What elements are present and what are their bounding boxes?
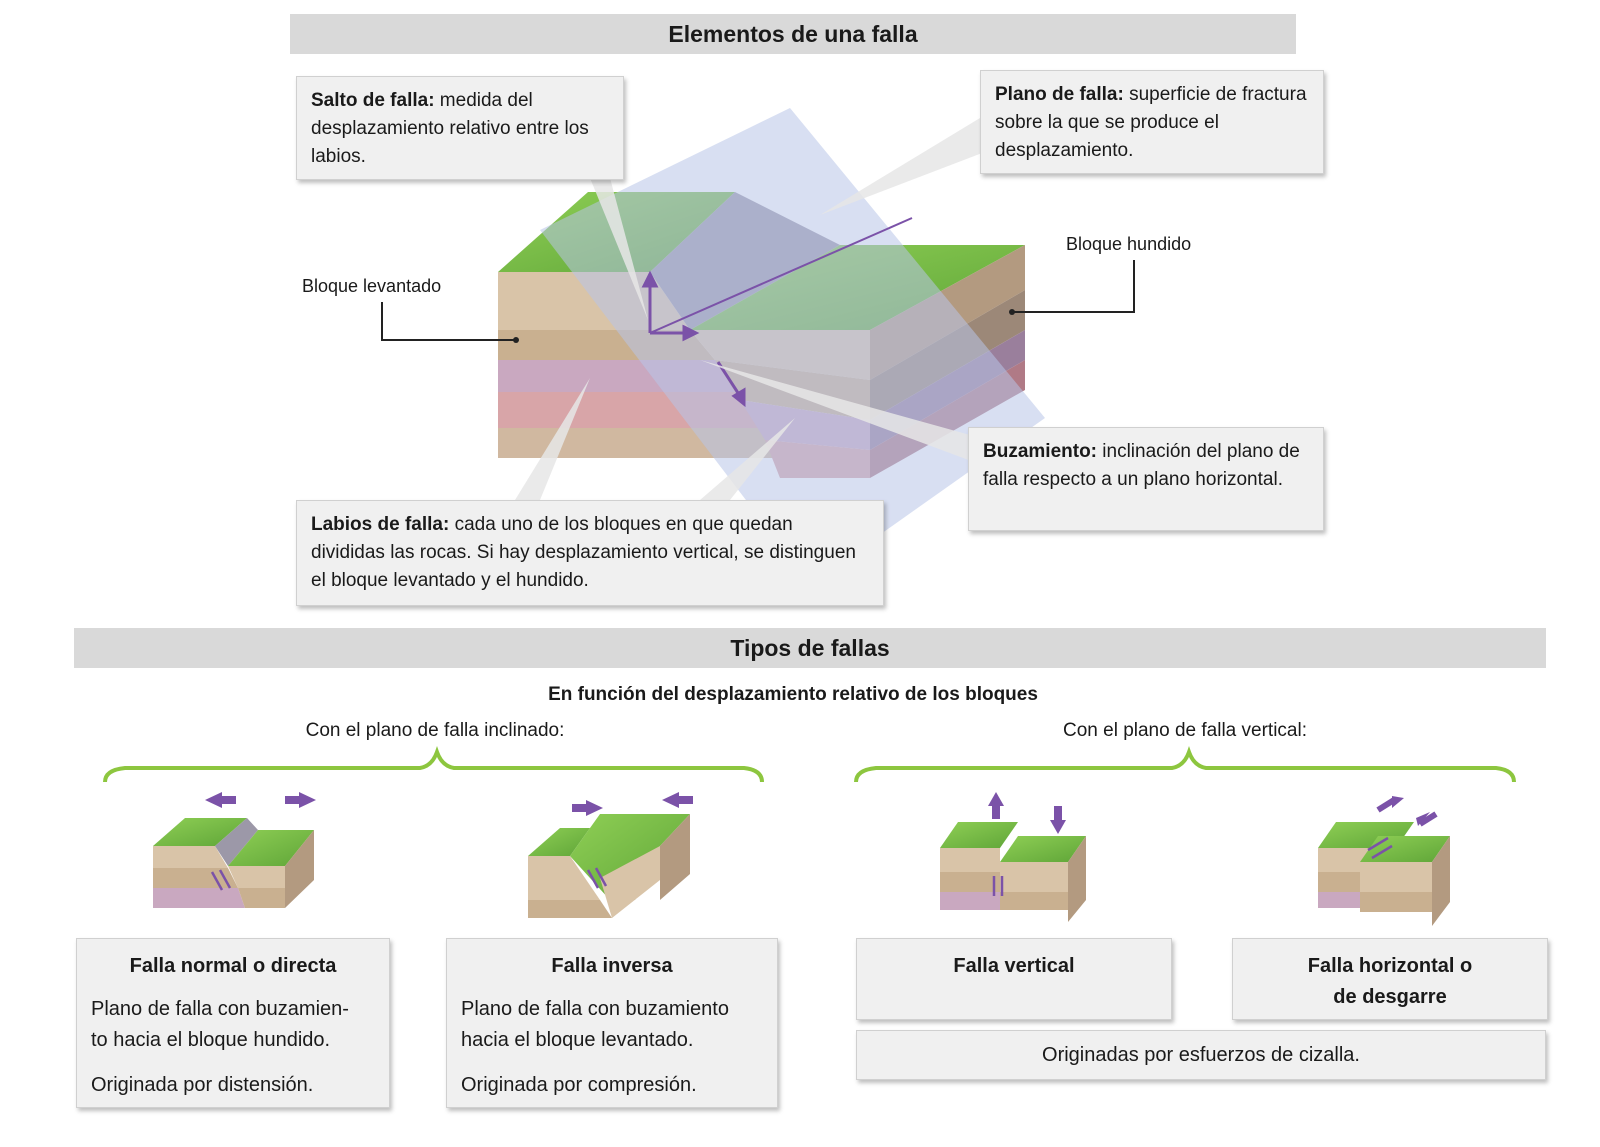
labios-term: Labios de falla: xyxy=(311,514,450,535)
card-vertical-fault: Falla vertical xyxy=(856,938,1172,1020)
reverse-fault-diagram xyxy=(528,792,693,918)
normal-fault-line2: to hacia el bloque hundido. xyxy=(91,1029,331,1051)
plano-text: superficie de fractura sobre la que se p… xyxy=(995,84,1307,161)
label-inclined: Con el plano de falla inclinado: xyxy=(305,720,565,741)
normal-fault-diagram xyxy=(153,792,316,908)
plano-term: Plano de falla: xyxy=(995,84,1124,105)
card-reverse-fault: Falla inversa Plano de falla con buzamie… xyxy=(446,938,778,1108)
reverse-fault-line2: hacia el bloque levantado. xyxy=(461,1029,694,1051)
reverse-fault-line3: Originada por compresión. xyxy=(461,1074,697,1096)
brace-inclined xyxy=(103,746,764,783)
shear-text: Originadas por esfuerzos de cizalla. xyxy=(1042,1044,1360,1066)
labios-text: cada uno de los bloques en que quedan di… xyxy=(311,514,856,591)
label-bloque-levantado: Bloque levantado xyxy=(302,276,442,296)
fault-plane xyxy=(540,108,1045,584)
label-vertical: Con el plano de falla vertical: xyxy=(1063,720,1307,741)
raised-leader-line xyxy=(381,302,516,341)
reverse-fault-title: Falla inversa xyxy=(551,955,673,977)
strike-slip-fault-diagram xyxy=(1318,796,1450,926)
sunken-leader-line xyxy=(1012,260,1135,313)
types-section-title: Tipos de fallas xyxy=(74,628,1546,668)
card-strike-slip-fault: Falla horizontal o de desgarre xyxy=(1232,938,1548,1020)
callout-plano: Plano de falla: superficie de fractura s… xyxy=(980,70,1324,174)
types-subtitle: En función del desplazamiento relativo d… xyxy=(548,684,1038,705)
strike-slip-title-line2: de desgarre xyxy=(1333,986,1447,1008)
buzamiento-term: Buzamiento: xyxy=(983,441,1097,462)
normal-fault-title: Falla normal o directa xyxy=(129,955,337,977)
callout-labios: Labios de falla: cada uno de los bloques… xyxy=(296,500,884,606)
buzamiento-text: inclinación del plano de falla respecto … xyxy=(983,441,1300,490)
strike-slip-title-line1: Falla horizontal o xyxy=(1307,955,1473,977)
card-shear: Originadas por esfuerzos de cizalla. xyxy=(856,1030,1546,1080)
normal-fault-line3: Originada por distensión. xyxy=(91,1074,314,1096)
salto-term: Salto de falla: xyxy=(311,90,435,111)
brace-vertical xyxy=(854,746,1516,783)
salto-text: medida del desplazamiento relativo entre… xyxy=(311,90,589,167)
vertical-fault-diagram xyxy=(940,792,1086,922)
normal-fault-line1: Plano de falla con buzamien- xyxy=(91,998,349,1020)
reverse-fault-line1: Plano de falla con buzamiento xyxy=(461,998,729,1020)
callout-salto: Salto de falla: medida del desplazamient… xyxy=(296,76,624,180)
label-bloque-hundido: Bloque hundido xyxy=(1066,234,1192,254)
vertical-fault-title: Falla vertical xyxy=(953,955,1075,977)
throw-arrows xyxy=(641,217,913,408)
card-normal-fault: Falla normal o directa Plano de falla co… xyxy=(76,938,390,1108)
top-section-title: Elementos de una falla xyxy=(290,14,1296,54)
callout-buzamiento: Buzamiento: inclinación del plano de fal… xyxy=(968,427,1324,531)
